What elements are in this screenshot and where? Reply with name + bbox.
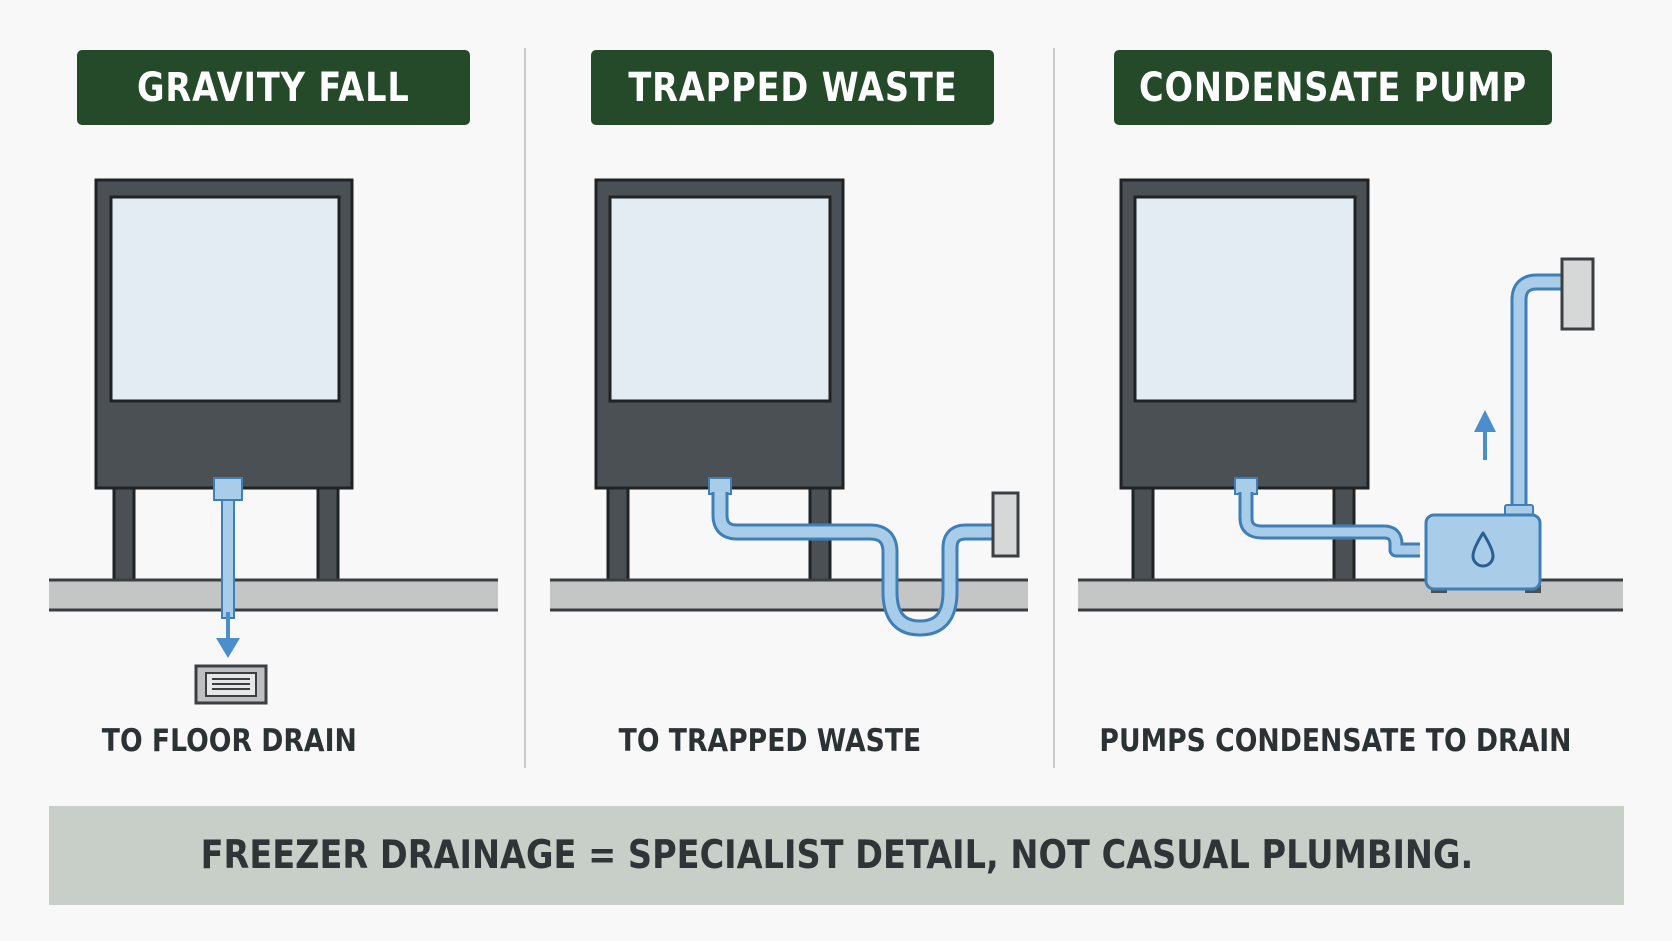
condensate-pump [1424, 504, 1542, 593]
floor-slab [49, 580, 498, 610]
panel-3-caption-text: PUMPS CONDENSATE TO DRAIN [1098, 723, 1572, 759]
panel-2-caption: TO TRAPPED WASTE [580, 720, 960, 762]
down-arrow-icon [216, 612, 240, 658]
panel-1-graphic [49, 178, 498, 705]
drain-outlet [708, 477, 732, 495]
freezer-leg [606, 483, 630, 585]
pump-inlet-pipe [1241, 492, 1420, 555]
drain-outlet [1234, 477, 1258, 495]
freezer-window [608, 195, 832, 403]
floor-slab [1078, 580, 1623, 610]
freezer-leg [112, 483, 136, 585]
panel-divider-1 [524, 48, 526, 768]
drain-connector [1560, 257, 1595, 331]
footer-banner: FREEZER DRAINAGE = SPECIALIST DETAIL, NO… [49, 806, 1624, 905]
panel-3-graphic [1078, 178, 1623, 612]
waste-stack-connector [991, 491, 1020, 558]
panel-1-caption: TO FLOOR DRAIN [49, 720, 409, 762]
panel-divider-2 [1053, 48, 1055, 768]
panel-2-title-text: TRAPPED WASTE [627, 64, 958, 111]
floor-drain-icon [194, 664, 268, 705]
up-arrow-icon [1474, 410, 1496, 460]
panel-2-caption-text: TO TRAPPED WASTE [618, 723, 922, 759]
panel-3-caption: PUMPS CONDENSATE TO DRAIN [1090, 720, 1580, 762]
pump-riser-pipe-outline [1510, 273, 1565, 512]
panel-1-caption-text: TO FLOOR DRAIN [101, 723, 357, 759]
freezer-leg [316, 483, 340, 585]
drain-pipe [221, 499, 235, 619]
pump-riser-pipe [1513, 276, 1565, 512]
water-drop-icon [1471, 531, 1495, 568]
panel-1-title-text: GRAVITY FALL [137, 64, 410, 111]
freezer-window [1133, 195, 1357, 403]
panel-3-title-text: CONDENSATE PUMP [1138, 64, 1528, 111]
drain-outlet [213, 477, 243, 501]
footer-text: FREEZER DRAINAGE = SPECIALIST DETAIL, NO… [200, 833, 1473, 878]
panel-1-title: GRAVITY FALL [77, 50, 470, 125]
freezer-window [109, 195, 341, 403]
trap-pipe [714, 492, 995, 634]
panel-2-graphic [550, 178, 1028, 637]
freezer-leg [1131, 483, 1155, 585]
panel-2-title: TRAPPED WASTE [591, 50, 994, 125]
panel-3-title: CONDENSATE PUMP [1114, 50, 1552, 125]
